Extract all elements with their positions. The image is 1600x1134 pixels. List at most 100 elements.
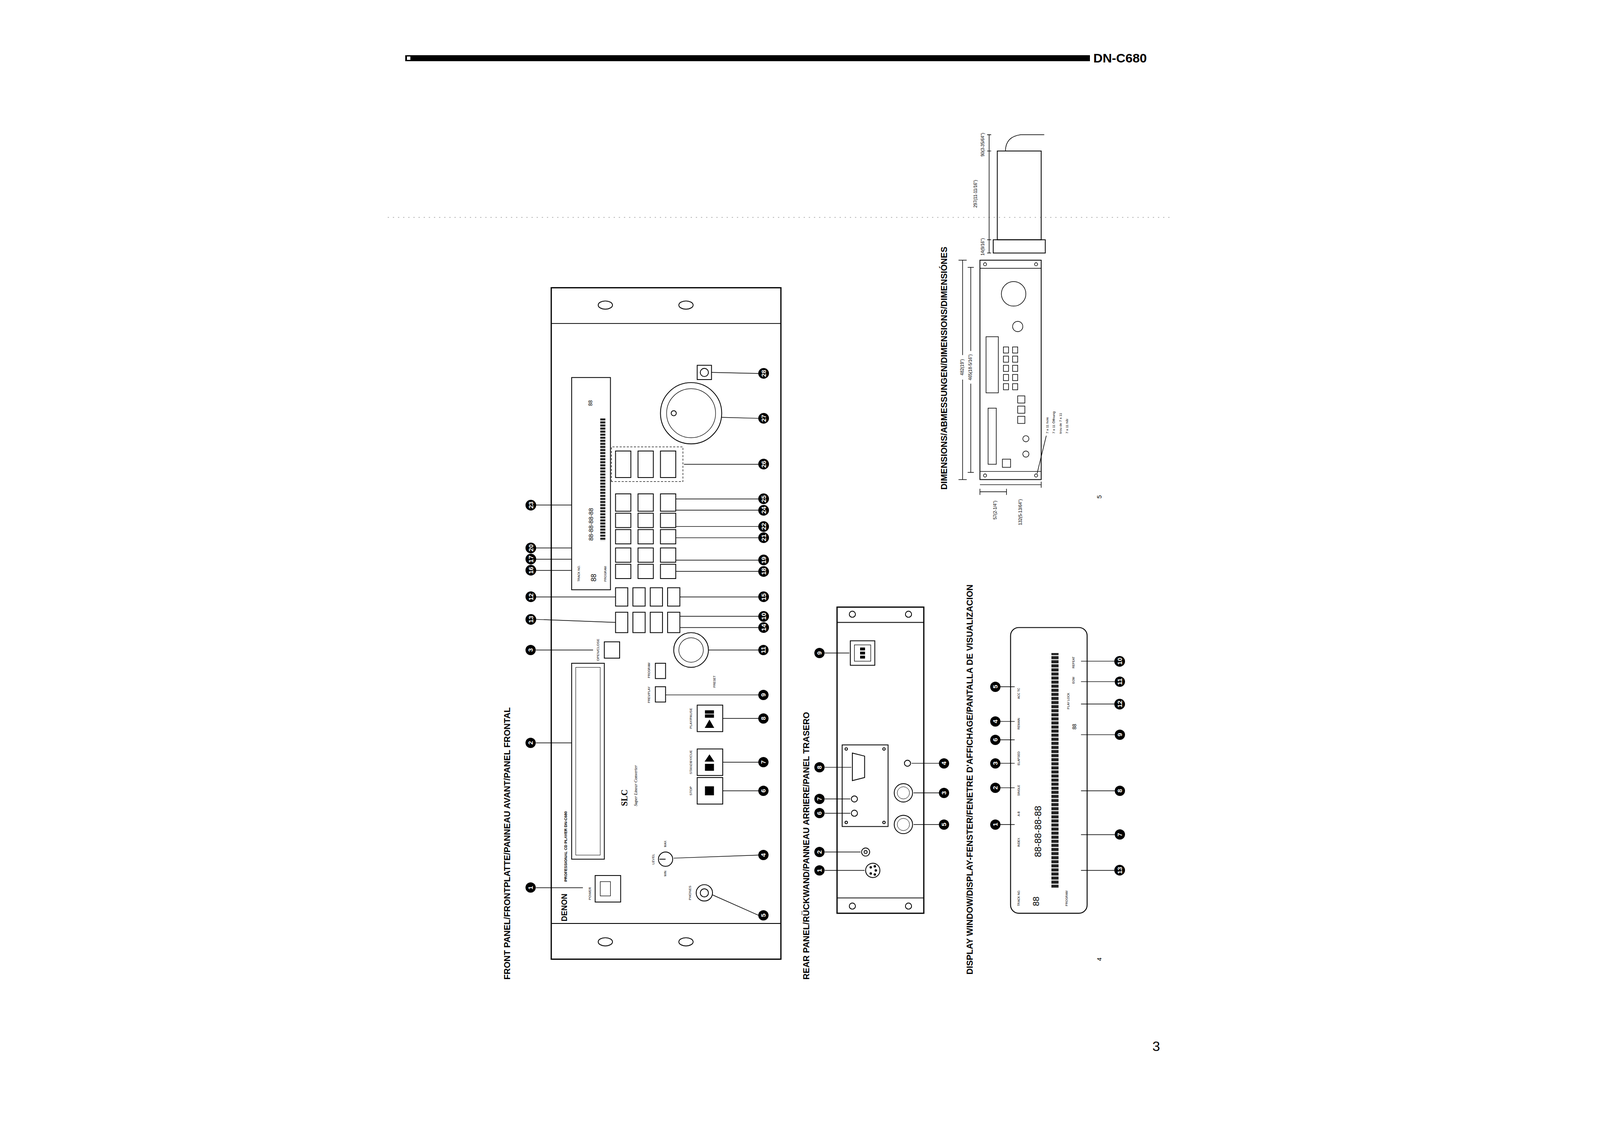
fold-line [387,216,1173,218]
callout-number-text: 12 [1116,700,1124,708]
model-text: PROFESSIONAL CD PLAYER DN-C680 [563,811,568,882]
callout-number: 3 [938,787,950,799]
key [638,493,654,512]
side-view-body [997,151,1042,240]
key [632,587,646,606]
callout-number-text: 1 [815,868,823,873]
note-text: 7 x 11 hål [1065,418,1069,434]
callout-number-text: 1 [526,885,535,890]
callout-number: 11 [1114,676,1126,687]
pin [873,865,876,868]
ac-pin [860,652,865,655]
dimension-line [970,383,971,473]
leader-line [1000,686,1015,687]
display-digits: 88 [1031,896,1042,906]
shuttle-dial-dot [670,410,677,416]
power-button [1002,459,1011,468]
callout-number: 8 [814,762,825,773]
leader-line [535,558,572,560]
key [1012,356,1018,363]
jog-dial-inner [678,637,704,662]
illustration [495,127,1190,990]
key [1003,347,1009,354]
callout-number-text: 22 [759,522,768,531]
shuttle-dial-inner [666,388,716,438]
callout-number: 14 [758,622,769,633]
callout-number-text: 6 [991,738,999,742]
leader-line [1080,660,1115,662]
rear-leaders [824,653,939,871]
dimension-text: 57(2-1/4") [992,500,998,520]
callout-number: 12 [525,591,537,603]
leader-line [824,851,861,852]
dimension-tick [987,239,992,241]
key [615,587,628,606]
leader-line [1037,435,1047,474]
power-button [595,875,621,903]
leader-line [675,537,759,538]
key-group-frame [611,446,683,482]
brand-logo: DENON [560,893,570,922]
callout-number: 3 [525,644,536,656]
screw [845,821,848,824]
panel-outline [837,607,924,914]
xlr-connector [894,783,913,802]
display-window [571,377,611,590]
jack [851,795,858,802]
ac-pin [860,656,865,659]
callout-number-text: 6 [815,811,823,815]
callout-number: 4 [938,758,950,769]
leader-line [535,547,572,549]
dimension-line [970,267,971,352]
control-label: POWER [587,887,592,900]
callout-number-text: 2 [991,786,999,790]
rack-ear-line [979,267,1042,269]
play-symbol [705,720,714,728]
key [1012,365,1018,372]
leader-line [1000,787,1015,788]
callout-number-text: 9 [815,651,823,655]
leader-line [535,649,594,651]
key [1003,356,1009,363]
callout-number-text: 2 [815,850,823,854]
pause-symbol [705,710,714,714]
coax-jack [861,848,870,857]
mount-hole [849,902,856,909]
leader-line [535,596,616,597]
leader-line [913,792,940,793]
display-indicator: REMAIN [1017,718,1021,730]
standby-symbol [705,764,714,771]
disc-tray [571,663,605,860]
display-indicator: EOM [1071,676,1076,684]
key [667,612,680,633]
leader-line [911,762,939,764]
leader-line [824,766,852,768]
ac-pin [860,647,865,651]
callout-number: 4 [758,849,769,861]
callout-number: 6 [814,807,825,819]
mount-hole [678,937,693,946]
callout-number: 9 [814,647,825,659]
callout-number: 23 [525,499,537,511]
pin [869,872,872,875]
din-connector [865,863,880,878]
pin [875,869,877,872]
leader-line [1080,703,1115,705]
display-digits: 88 [590,573,598,582]
note-text: trou de 7 x 11 [1058,412,1063,434]
callout-number: 9 [758,689,769,701]
stop-symbol [705,786,714,795]
callout-number-text: 3 [991,761,999,765]
leader-line [679,596,759,597]
callout-number: 5 [938,819,950,830]
callout-number-text: 27 [759,414,768,422]
pause-symbol [705,714,714,718]
dimension-text: 132(5-13/64") [1018,499,1024,526]
callout-number: 5 [758,910,769,921]
control-label: OPEN/CLOSE [596,638,600,662]
control-label: MIN [663,870,668,877]
leader-line [675,571,759,572]
callout-number: 20 [525,542,537,554]
callout-number: 25 [758,493,769,505]
callout-number-text: 7 [759,760,767,764]
